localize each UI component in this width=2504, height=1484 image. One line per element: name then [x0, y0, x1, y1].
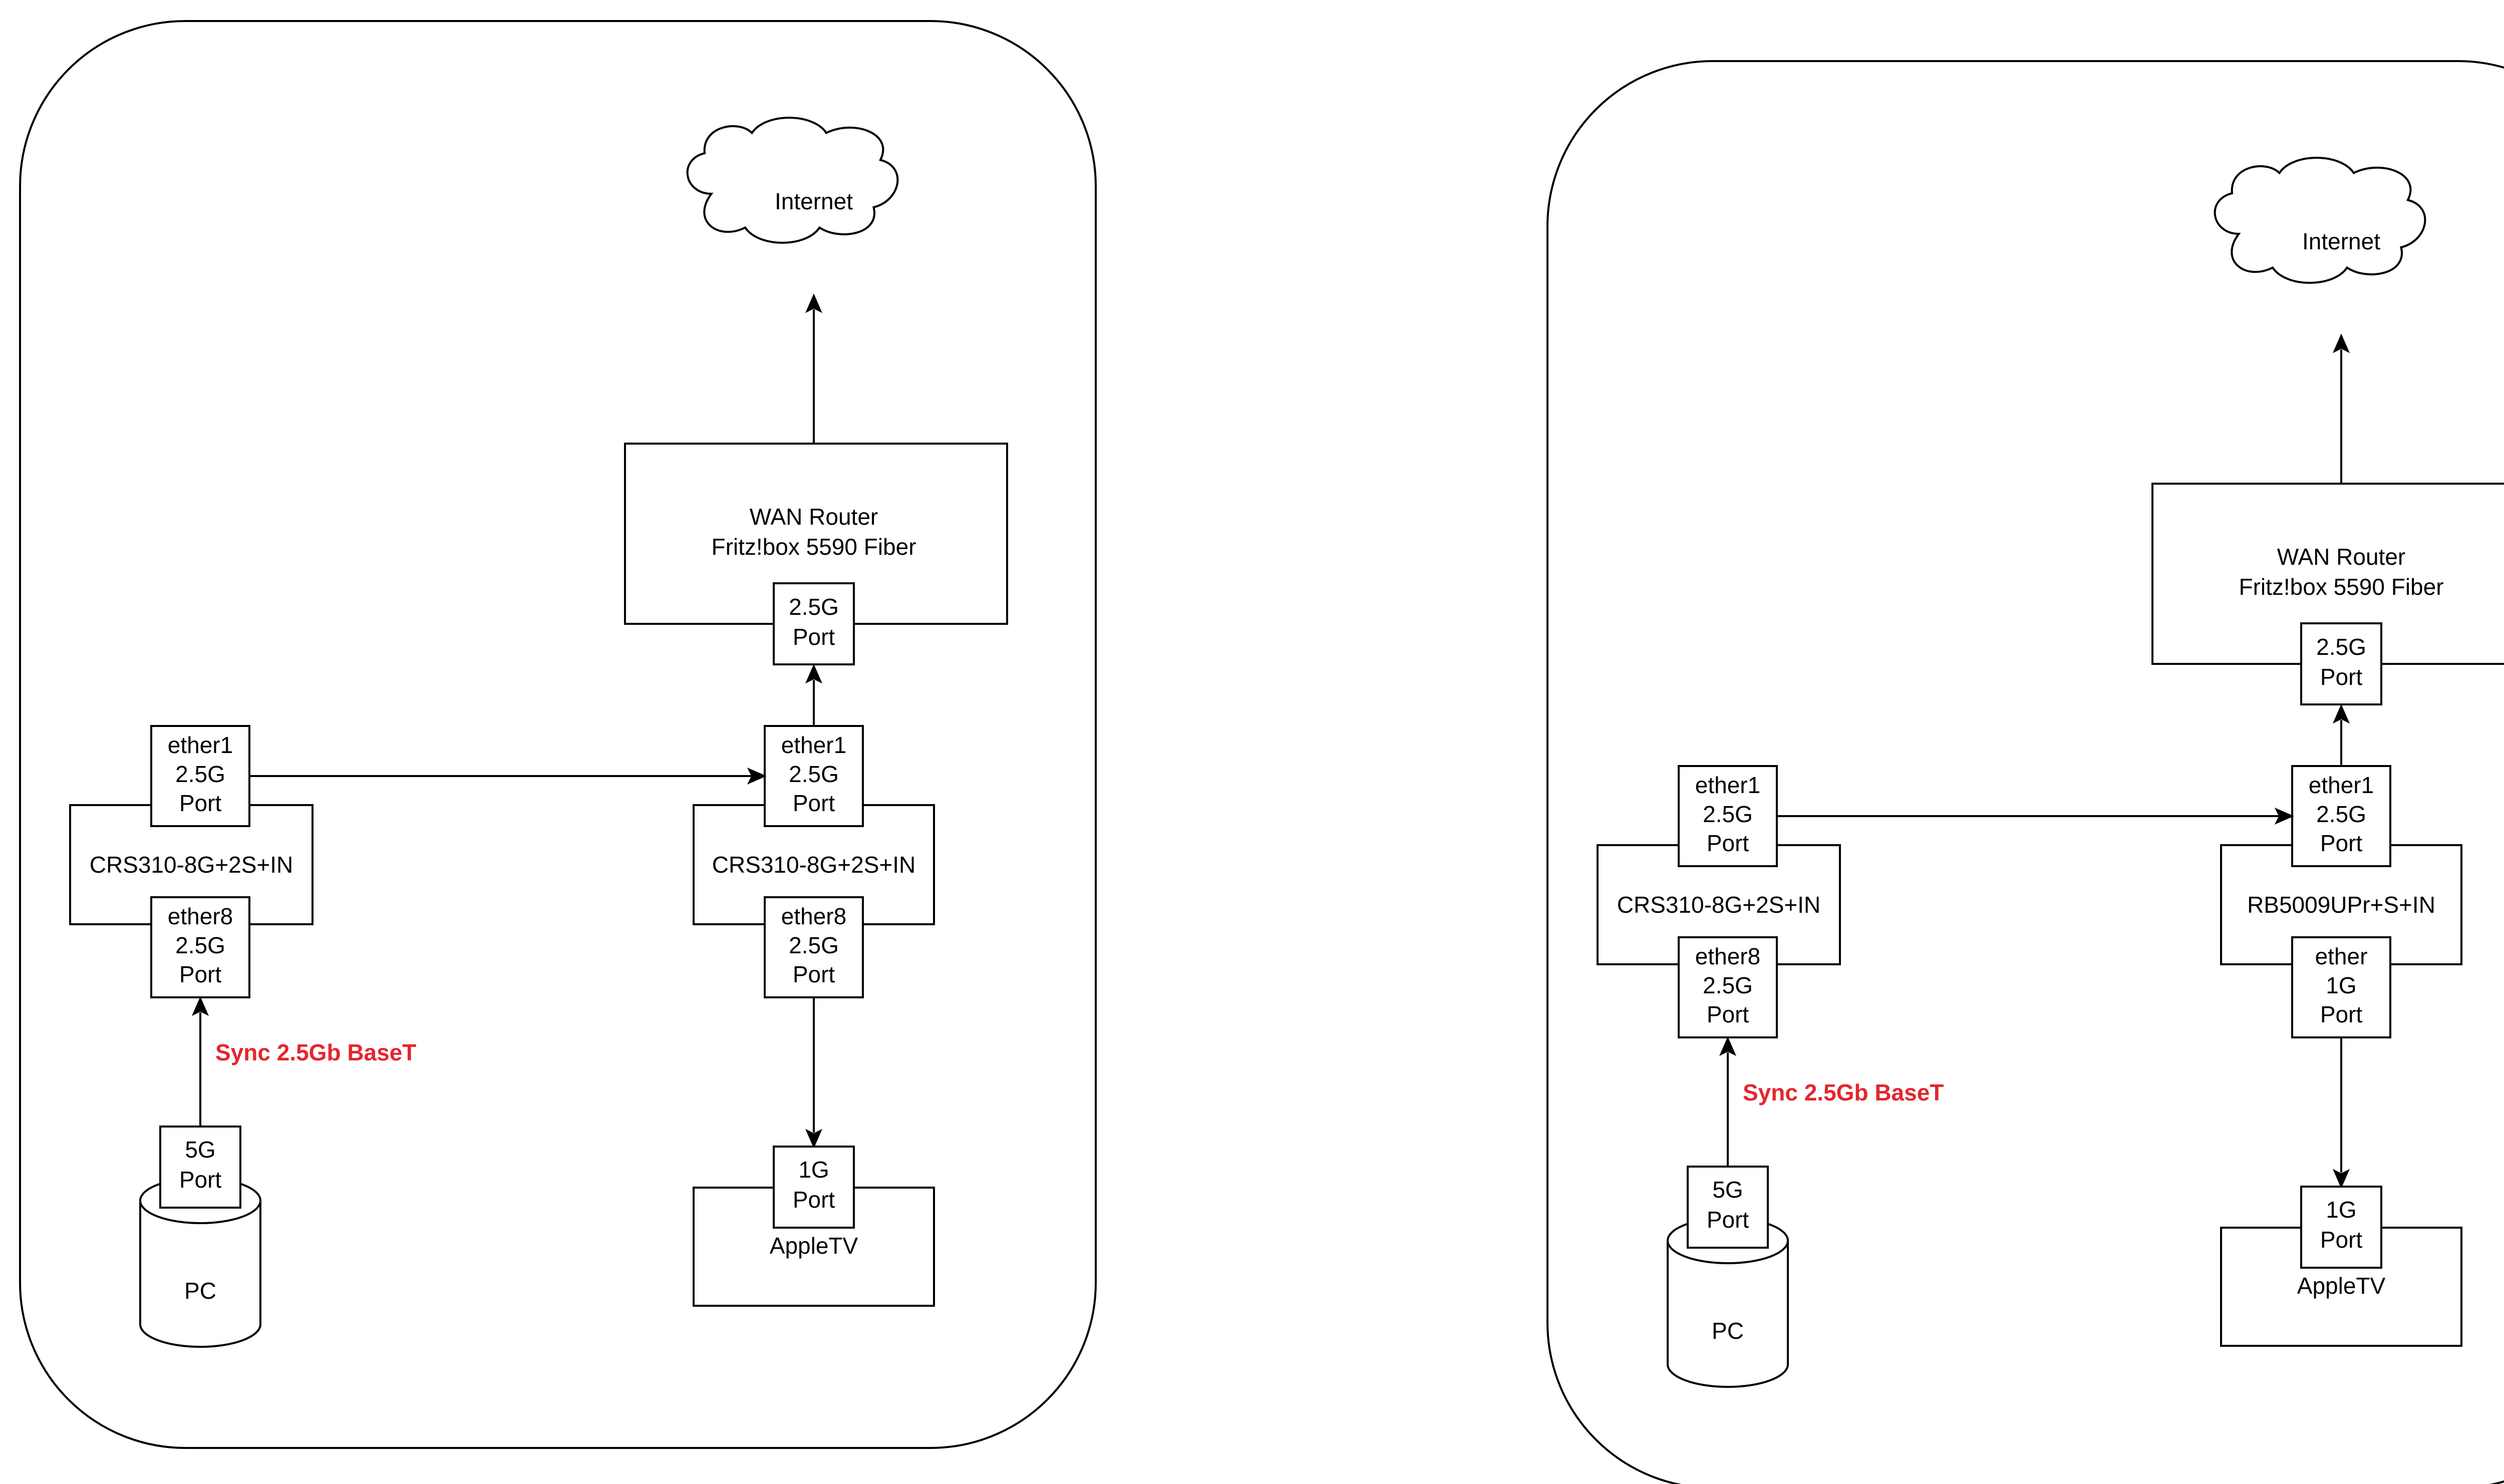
pc-cylinder: [1667, 1241, 1789, 1388]
right-switch-top-port: [764, 725, 864, 827]
arrowhead: [2332, 333, 2350, 353]
right-switch-top-port: [2291, 765, 2391, 867]
port-label: ether8: [168, 903, 233, 929]
panel-left: Internet WAN Router Fritz!box 5590 Fiber…: [19, 20, 1097, 1449]
appletv-port-box: [773, 1146, 855, 1229]
port-label: Port: [793, 790, 835, 816]
right-switch-bottom-port: [764, 896, 864, 998]
wan-router-label-line1: WAN Router: [2277, 544, 2405, 570]
left-switch-top-port: [150, 725, 250, 827]
pc-port-label-1: 5G: [1712, 1177, 1743, 1203]
port-label: 2.5G: [789, 932, 839, 958]
port-label: Port: [1707, 1001, 1749, 1027]
wan-port-label-2: Port: [793, 624, 835, 650]
port-label: 2.5G: [175, 761, 225, 787]
appletv-label: AppleTV: [770, 1233, 858, 1259]
port-label: ether1: [1695, 772, 1760, 798]
port-label: ether1: [2309, 772, 2374, 798]
arrowhead: [2332, 704, 2350, 724]
appletv-port-label-1: 1G: [2326, 1197, 2356, 1223]
pc-port-label-2: Port: [179, 1167, 222, 1193]
wan-router-label-line2: Fritz!box 5590 Fiber: [2239, 574, 2443, 600]
appletv-port-box: [2300, 1186, 2382, 1269]
port-label: 2.5G: [1703, 801, 1753, 827]
pc-port-box: [1687, 1166, 1769, 1249]
left-switch-name: CRS310-8G+2S+IN: [90, 852, 293, 878]
wan-port-box: [773, 582, 855, 665]
port-label: Port: [2320, 1001, 2363, 1027]
pc-label: PC: [184, 1278, 216, 1304]
port-label: ether1: [168, 732, 233, 758]
wan-port-label-1: 2.5G: [2316, 634, 2366, 660]
port-label: ether: [2315, 943, 2368, 969]
left-switch-name: CRS310-8G+2S+IN: [1617, 892, 1821, 918]
appletv-label: AppleTV: [2297, 1273, 2386, 1299]
arrowhead: [747, 767, 767, 785]
left-switch-top-port: [1678, 765, 1778, 867]
internet-label: Internet: [775, 188, 853, 214]
arrowhead: [1719, 1036, 1737, 1056]
wan-router-label-line2: Fritz!box 5590 Fiber: [711, 534, 916, 560]
port-label: Port: [793, 961, 835, 987]
wan-port-box: [2300, 622, 2382, 705]
port-label: 1G: [2326, 972, 2356, 998]
port-label: ether8: [1695, 943, 1760, 969]
right-switch-name: CRS310-8G+2S+IN: [712, 852, 916, 878]
right-switch-bottom-port: [2291, 936, 2391, 1038]
appletv-port-label-2: Port: [2320, 1227, 2363, 1253]
arrowhead: [805, 293, 823, 313]
sync-link-label: Sync 2.5Gb BaseT: [215, 1039, 416, 1065]
port-label: Port: [2320, 830, 2363, 856]
right-switch-name: RB5009UPr+S+IN: [2247, 892, 2435, 918]
left-switch-bottom-port: [1678, 936, 1778, 1038]
panel-frame: [19, 20, 1097, 1449]
port-label: ether1: [781, 732, 846, 758]
panel-right: Internet WAN Router Fritz!box 5590 Fiber…: [1546, 60, 2504, 1484]
pc-label: PC: [1712, 1318, 1744, 1344]
internet-cloud: [2214, 157, 2426, 284]
port-label: ether8: [781, 903, 846, 929]
arrowhead: [805, 1129, 823, 1149]
pc-port-label-1: 5G: [185, 1137, 215, 1163]
arrowhead: [191, 996, 209, 1016]
port-label: 2.5G: [175, 932, 225, 958]
internet-cloud: [686, 117, 899, 244]
appletv-port-label-2: Port: [793, 1187, 835, 1213]
pc-cylinder: [139, 1201, 261, 1348]
port-label: 2.5G: [789, 761, 839, 787]
pc-port-label-2: Port: [1707, 1207, 1749, 1233]
wan-port-label-2: Port: [2320, 664, 2363, 690]
internet-label: Internet: [2302, 228, 2380, 254]
port-label: Port: [1707, 830, 1749, 856]
wan-port-label-1: 2.5G: [789, 594, 839, 620]
arrowhead: [805, 664, 823, 684]
port-label: Port: [179, 961, 222, 987]
pc-port-box: [159, 1126, 241, 1209]
sync-link-label: Sync 2.5Gb BaseT: [1743, 1079, 1944, 1105]
port-label: 2.5G: [2316, 801, 2366, 827]
arrowhead: [2332, 1169, 2350, 1189]
panel-frame: [1546, 60, 2504, 1484]
port-label: Port: [179, 790, 222, 816]
port-label: 2.5G: [1703, 972, 1753, 998]
appletv-port-label-1: 1G: [798, 1157, 829, 1183]
wan-router-label-line1: WAN Router: [750, 504, 878, 530]
arrowhead: [2274, 807, 2294, 825]
